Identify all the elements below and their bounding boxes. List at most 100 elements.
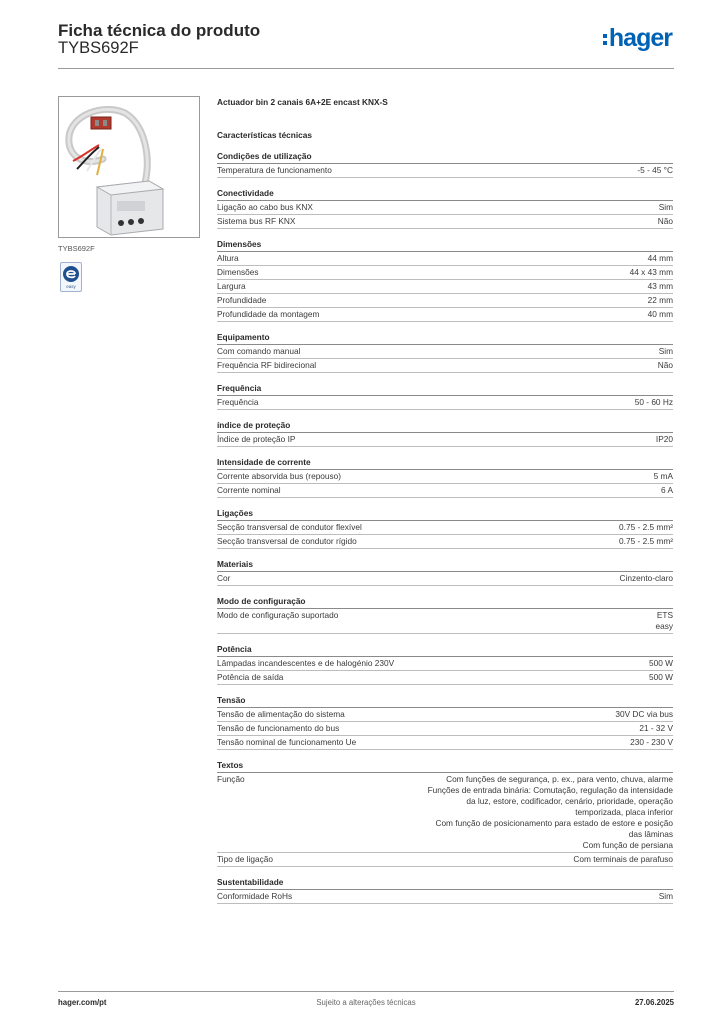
actuator-device-icon bbox=[65, 105, 165, 236]
spec-row: Corrente absorvida bus (repouso) 5 mA bbox=[217, 470, 673, 484]
spec-value-line: Não bbox=[657, 360, 673, 370]
section-title: Textos bbox=[217, 760, 673, 773]
spec-label: Ligação ao cabo bus KNX bbox=[217, 202, 313, 212]
spec-value-line: 21 - 32 V bbox=[639, 723, 673, 733]
spec-row: Corrente nominal 6 A bbox=[217, 484, 673, 498]
spec-value-line: 43 mm bbox=[647, 281, 673, 291]
spec-label: Índice de proteção IP bbox=[217, 434, 296, 444]
spec-label: Profundidade bbox=[217, 295, 267, 305]
spec-value: Sim bbox=[659, 346, 673, 357]
spec-value: Não bbox=[658, 360, 673, 371]
spec-value: 44 mm bbox=[648, 253, 673, 264]
badge-label: easy bbox=[66, 284, 76, 289]
spec-label: Função bbox=[217, 774, 245, 784]
spec-label: Cor bbox=[217, 573, 231, 583]
spec-label: Frequência bbox=[217, 397, 259, 407]
spec-value-line: IP20 bbox=[655, 434, 673, 444]
spec-row: Frequência 50 - 60 Hz bbox=[217, 396, 673, 410]
spec-label: Profundidade da montagem bbox=[217, 309, 320, 319]
spec-value-line: 44 mm bbox=[647, 253, 673, 263]
page-header: Ficha técnica do produto TYBS692F hager bbox=[58, 20, 674, 70]
spec-label: Tipo de ligação bbox=[217, 854, 273, 864]
section-title: Equipamento bbox=[217, 332, 673, 345]
hager-logo[interactable]: hager bbox=[602, 23, 673, 53]
spec-row: Profundidade da montagem 40 mm bbox=[217, 308, 673, 322]
spec-label: Corrente nominal bbox=[217, 485, 281, 495]
spec-value-line: 30V DC via bus bbox=[615, 709, 673, 719]
product-image bbox=[58, 96, 200, 238]
spec-label: Conformidade RoHs bbox=[217, 891, 293, 901]
section-title: Materiais bbox=[217, 559, 673, 572]
logo-text: hager bbox=[608, 23, 673, 52]
spec-value-line: 5 mA bbox=[653, 471, 673, 481]
spec-value-line: Com terminais de parafuso bbox=[573, 854, 673, 864]
spec-value: 50 - 60 Hz bbox=[635, 397, 673, 408]
section-title: índice de proteção bbox=[217, 420, 673, 433]
spec-value-line: 40 mm bbox=[647, 309, 673, 319]
spec-value-line: Não bbox=[657, 216, 673, 226]
product-name: Actuador bin 2 canais 6A+2E encast KNX-S bbox=[217, 97, 388, 107]
tech-heading: Características técnicas bbox=[217, 130, 313, 140]
spec-value-line: Cinzento-claro bbox=[619, 573, 674, 583]
spec-value: 500 W bbox=[649, 672, 673, 683]
spec-value: Sim bbox=[659, 891, 673, 902]
logo-colon-icon bbox=[602, 33, 607, 45]
spec-value-line: 44 x 43 mm bbox=[629, 267, 673, 277]
spec-value-line: Sim bbox=[658, 202, 673, 212]
spec-label: Sistema bus RF KNX bbox=[217, 216, 296, 226]
spec-label: Corrente absorvida bus (repouso) bbox=[217, 471, 342, 481]
spec-value-line: -5 - 45 °C bbox=[637, 165, 673, 175]
spec-row: Tipo de ligação Com terminais de parafuso bbox=[217, 853, 673, 867]
spec-value-line: 230 - 230 V bbox=[630, 737, 673, 747]
spec-value: 30V DC via bus bbox=[615, 709, 673, 720]
spec-row: Secção transversal de condutor flexível 0… bbox=[217, 521, 673, 535]
spec-value: 43 mm bbox=[648, 281, 673, 292]
spec-value-line: 6 A bbox=[661, 485, 673, 495]
spec-value: Cinzento-claro bbox=[620, 573, 674, 584]
spec-value-line: Com função de persiana bbox=[582, 840, 673, 850]
spec-row: Sistema bus RF KNX Não bbox=[217, 215, 673, 229]
spec-row: Cor Cinzento-claro bbox=[217, 572, 673, 586]
spec-value: Com funções de segurança, p. ex., para v… bbox=[423, 774, 673, 851]
spec-label: Lâmpadas incandescentes e de halogénio 2… bbox=[217, 658, 395, 668]
spec-value-line: easy bbox=[655, 621, 673, 631]
spec-value: 0.75 - 2.5 mm² bbox=[619, 522, 673, 533]
spec-label: Modo de configuração suportado bbox=[217, 610, 339, 620]
spec-label: Potência de saída bbox=[217, 672, 284, 682]
section-title: Intensidade de corrente bbox=[217, 457, 673, 470]
footer-website[interactable]: hager.com/pt bbox=[58, 998, 107, 1007]
spec-value-line: 0.75 - 2.5 mm² bbox=[619, 536, 673, 546]
section-title: Dimensões bbox=[217, 239, 673, 252]
spec-value-line: Sim bbox=[658, 346, 673, 356]
spec-value-line: Com função de posicionamento para estado… bbox=[435, 818, 673, 839]
spec-label: Tensão nominal de funcionamento Ue bbox=[217, 737, 357, 747]
spec-label: Dimensões bbox=[217, 267, 259, 277]
spec-value-line: Sim bbox=[658, 891, 673, 901]
spec-value: Sim bbox=[659, 202, 673, 213]
spec-value: 0.75 - 2.5 mm² bbox=[619, 536, 673, 547]
section-title: Conectividade bbox=[217, 188, 673, 201]
spec-value-line: 50 - 60 Hz bbox=[634, 397, 673, 407]
spec-value-line: Funções de entrada binária: Comutação, r… bbox=[427, 785, 673, 817]
spec-label: Secção transversal de condutor flexível bbox=[217, 522, 362, 532]
spec-row: Potência de saída 500 W bbox=[217, 671, 673, 685]
spec-row: Função Com funções de segurança, p. ex., … bbox=[217, 773, 673, 853]
spec-value: 40 mm bbox=[648, 309, 673, 320]
spec-row: Dimensões 44 x 43 mm bbox=[217, 266, 673, 280]
